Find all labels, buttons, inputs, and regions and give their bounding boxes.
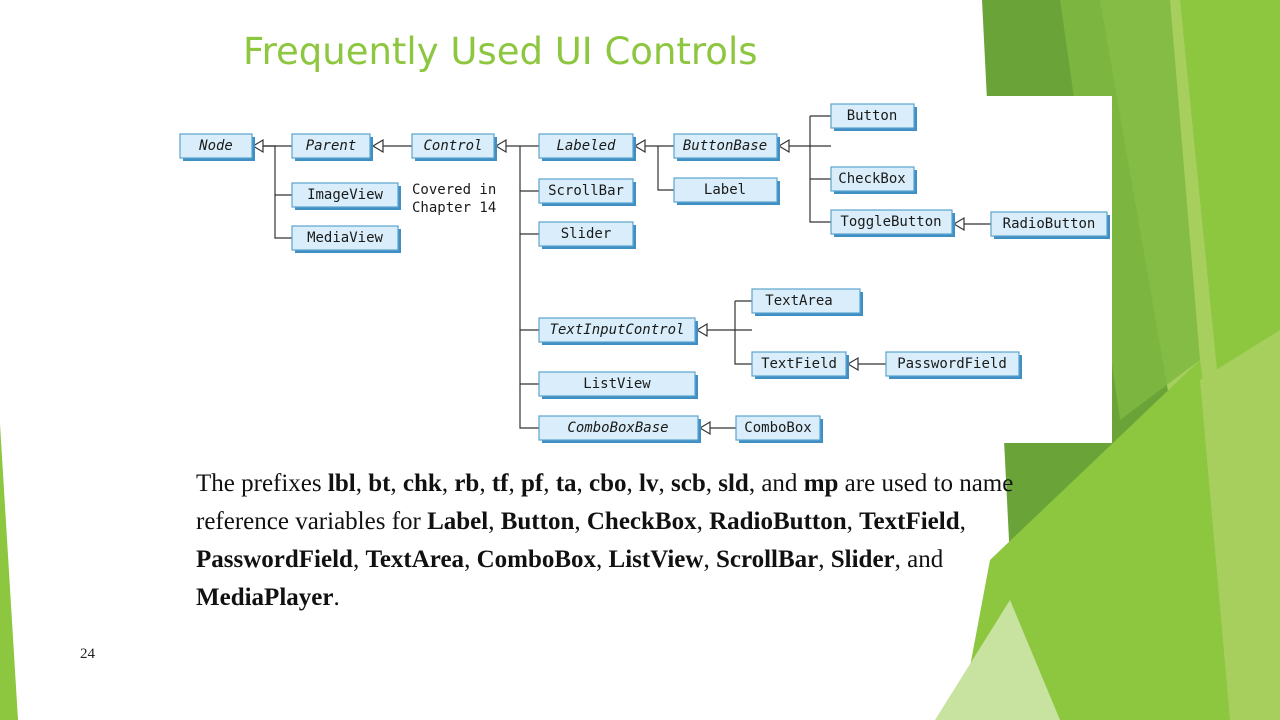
svg-text:ComboBoxBase: ComboBoxBase <box>567 420 668 436</box>
slide-number: 24 <box>80 646 95 662</box>
class-button-base: ButtonBase <box>673 133 780 161</box>
prefix-term: lbl <box>327 470 356 497</box>
prefix-term: Label <box>427 508 489 535</box>
body-text-run: , <box>959 508 966 535</box>
svg-text:PasswordField: PasswordField <box>897 356 1007 372</box>
body-text-run: , <box>626 470 640 497</box>
body-text-run: , <box>543 470 556 497</box>
svg-text:Covered in: Covered in <box>412 182 496 198</box>
body-text-run: , <box>390 470 403 497</box>
svg-text:RadioButton: RadioButton <box>1003 216 1096 232</box>
svg-text:CheckBox: CheckBox <box>838 171 905 187</box>
body-text-run: , <box>696 508 710 535</box>
svg-text:Label: Label <box>704 182 746 198</box>
prefix-term: bt <box>368 470 391 497</box>
body-text-run: , <box>479 470 492 497</box>
prefix-term: rb <box>454 470 480 497</box>
prefix-term: tf <box>491 470 509 497</box>
class-button: Button <box>830 103 917 131</box>
prefix-term: ScrollBar <box>715 546 819 573</box>
body-text-run: , <box>703 546 716 573</box>
svg-text:Button: Button <box>847 108 898 124</box>
svg-text:Labeled: Labeled <box>556 138 616 154</box>
body-text-run: , <box>846 508 860 535</box>
body-text-run: , <box>576 470 590 497</box>
prefix-term: TextArea <box>365 546 465 573</box>
body-text-run: , <box>464 546 477 573</box>
class-slider: Slider <box>538 221 636 249</box>
prefix-term: PasswordField <box>196 546 353 573</box>
prefix-term: chk <box>402 470 442 497</box>
body-text-run: , <box>508 470 521 497</box>
inheritance-arrowheads <box>251 138 965 436</box>
class-label: Label <box>673 177 780 205</box>
class-text-field: TextField <box>751 351 849 379</box>
prefix-term: Slider <box>830 546 895 573</box>
svg-text:Control: Control <box>423 138 482 154</box>
body-text-run: , <box>355 470 369 497</box>
class-image-view: ImageView <box>291 182 401 210</box>
prefix-term: RadioButton <box>709 508 847 535</box>
prefix-term: Button <box>500 508 575 535</box>
prefix-term: ComboBox <box>476 546 597 573</box>
class-labeled: Labeled <box>538 133 636 161</box>
body-text-run: , <box>488 508 501 535</box>
svg-text:ScrollBar: ScrollBar <box>548 183 624 199</box>
body-text-run: , <box>596 546 609 573</box>
svg-text:Node: Node <box>198 138 233 154</box>
svg-text:ButtonBase: ButtonBase <box>683 138 767 154</box>
prefix-description: The prefixes lbl, bt, chk, rb, tf, pf, t… <box>196 465 1071 617</box>
prefix-term: lv <box>639 470 659 497</box>
class-combo-box: ComboBox <box>735 415 823 443</box>
svg-text:TextField: TextField <box>761 356 837 372</box>
prefix-term: cbo <box>589 470 627 497</box>
prefix-term: ListView <box>608 546 704 573</box>
svg-text:ToggleButton: ToggleButton <box>840 214 941 230</box>
svg-text:ComboBox: ComboBox <box>744 420 811 436</box>
svg-text:Parent: Parent <box>306 138 357 154</box>
class-check-box: CheckBox <box>830 166 917 194</box>
class-scroll-bar: ScrollBar <box>538 178 636 206</box>
body-text-run: are used to name reference variables for <box>196 470 1014 535</box>
body-text-run: , <box>818 546 831 573</box>
class-radio-button: RadioButton <box>990 211 1110 239</box>
body-text-run: , <box>441 470 455 497</box>
class-text-area: TextArea <box>751 288 863 316</box>
class-media-view: MediaView <box>291 225 401 253</box>
prefix-term: mp <box>803 470 839 497</box>
slide-title: Frequently Used UI Controls <box>243 30 758 73</box>
svg-text:ImageView: ImageView <box>307 187 383 203</box>
body-text-run: , and <box>748 470 804 497</box>
svg-text:Slider: Slider <box>561 226 612 242</box>
prefix-term: ta <box>555 470 577 497</box>
body-text-run: , <box>574 508 587 535</box>
prefix-term: scb <box>671 470 706 497</box>
class-password-field: PasswordField <box>885 351 1022 379</box>
prefix-term: TextField <box>859 508 960 535</box>
class-text-input-control: TextInputControl <box>538 317 698 345</box>
svg-text:Chapter 14: Chapter 14 <box>412 200 496 216</box>
svg-text:TextInputControl: TextInputControl <box>550 322 685 338</box>
prefix-term: CheckBox <box>586 508 697 535</box>
class-hierarchy-diagram: Node Parent Control Labeled ButtonBase B… <box>170 96 1112 443</box>
body-text-run: , <box>705 470 719 497</box>
class-combo-box-base: ComboBoxBase <box>538 415 701 443</box>
class-toggle-button: ToggleButton <box>830 209 955 237</box>
class-parent: Parent <box>291 133 373 161</box>
class-node: Node <box>179 133 255 161</box>
body-text-run: , <box>658 470 671 497</box>
body-text-run: , and <box>894 546 944 573</box>
body-text-run: , <box>352 546 366 573</box>
svg-text:ListView: ListView <box>583 376 651 392</box>
body-text-run: . <box>333 584 340 611</box>
prefix-term: MediaPlayer <box>196 584 334 611</box>
svg-text:TextArea: TextArea <box>765 293 832 309</box>
covered-in-chapter-note: Covered in Chapter 14 <box>412 182 496 216</box>
body-text-run: The prefixes <box>196 470 328 497</box>
prefix-term: sld <box>718 470 749 497</box>
class-control: Control <box>411 133 497 161</box>
class-list-view: ListView <box>538 371 698 399</box>
svg-text:MediaView: MediaView <box>307 230 383 246</box>
prefix-term: pf <box>520 470 544 497</box>
